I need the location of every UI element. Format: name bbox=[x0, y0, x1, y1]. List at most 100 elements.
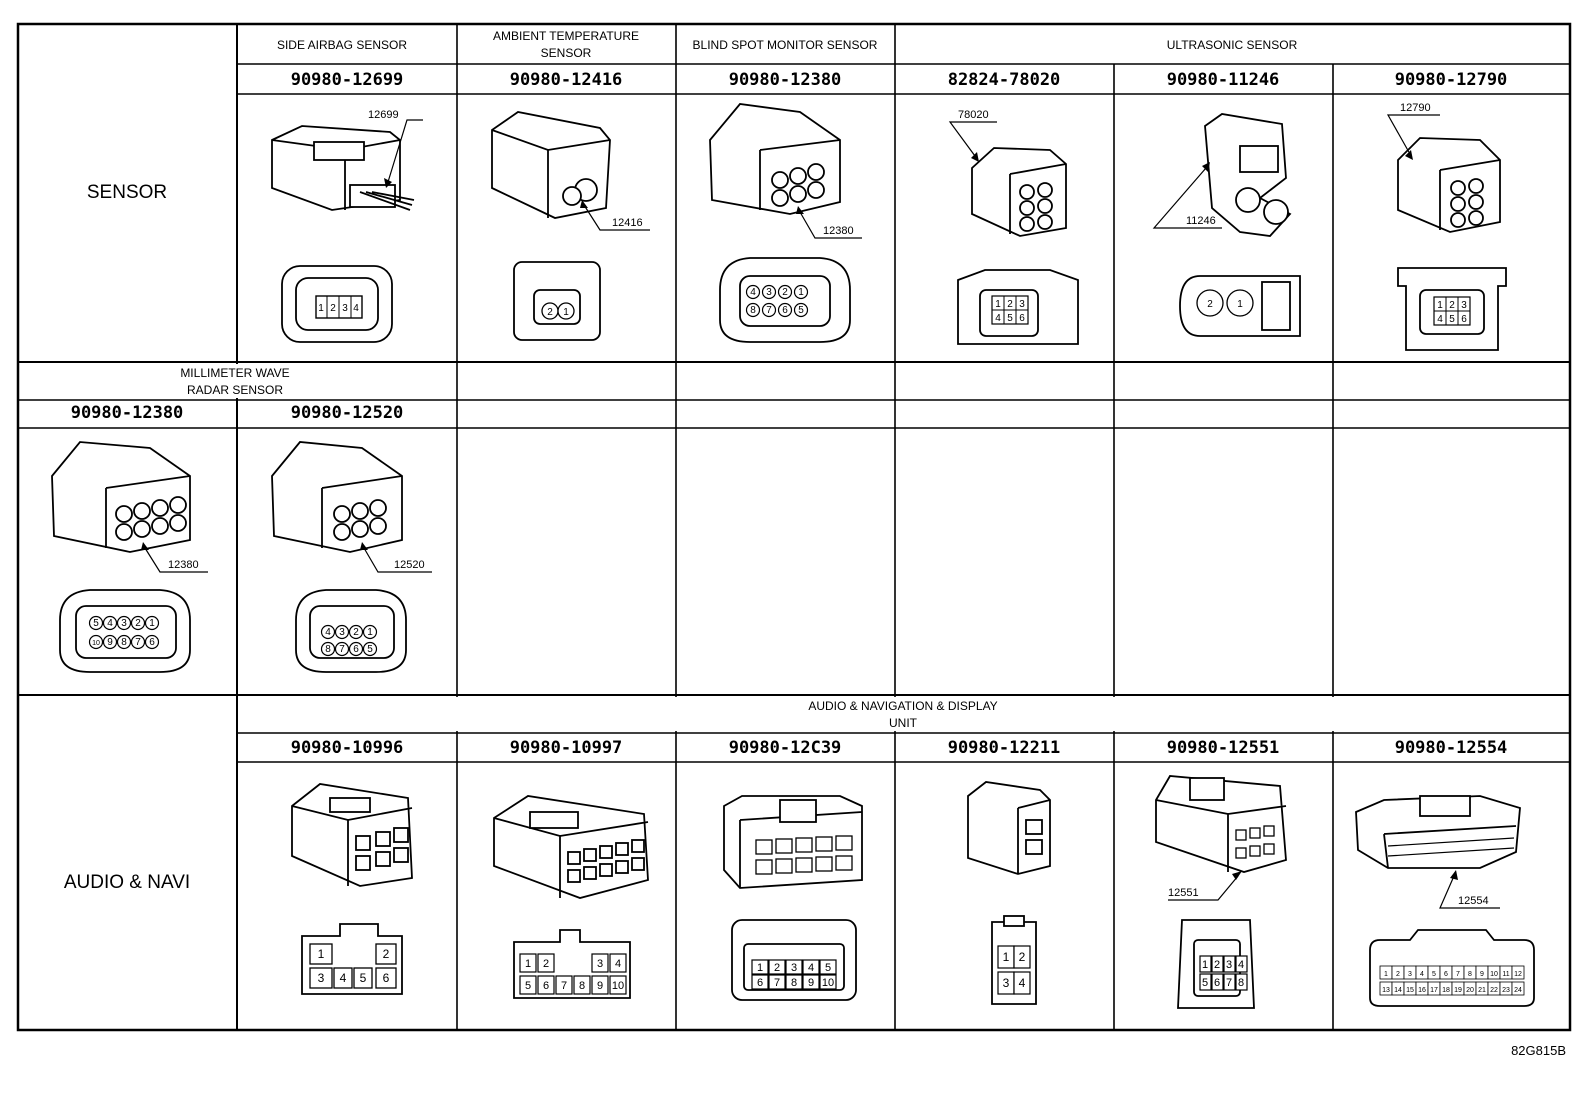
pin-label: 5 bbox=[825, 962, 831, 974]
pin-label: 6 bbox=[543, 980, 549, 992]
pin-label: 1 bbox=[367, 627, 373, 638]
pin-label: 14 bbox=[1394, 987, 1402, 994]
pin-label: 2 bbox=[135, 618, 141, 629]
pin-label: 2 bbox=[547, 307, 553, 318]
connector-face-view: 1 2 3 4 5 6 bbox=[957, 269, 1079, 345]
pin-label: 9 bbox=[1480, 971, 1484, 978]
drawing-reference: 82G815B bbox=[1511, 1043, 1566, 1058]
callout-label: 12551 bbox=[1168, 887, 1199, 899]
pin-label: 16 bbox=[1418, 987, 1426, 994]
pin-label: 3 bbox=[318, 971, 325, 985]
connector-iso-view bbox=[1155, 775, 1287, 873]
connector-iso-view bbox=[271, 125, 415, 211]
pin-label: 1 bbox=[1003, 950, 1010, 964]
pin-label: 3 bbox=[597, 958, 603, 970]
pin-label: 7 bbox=[339, 644, 345, 655]
pin-label: 1 bbox=[798, 287, 804, 298]
connector-face-view: 4 3 2 1 8 7 6 5 bbox=[719, 257, 851, 343]
pin-cell bbox=[1511, 965, 1525, 980]
pin-label: 2 bbox=[782, 287, 788, 298]
header-radar-1: MILLIMETER WAVE bbox=[180, 366, 289, 380]
pin-label: 5 bbox=[1007, 313, 1013, 324]
pin-label: 1 bbox=[525, 958, 531, 970]
pin-label: 2 bbox=[1449, 300, 1455, 311]
connector-iso-view bbox=[51, 441, 191, 553]
pin-label: 5 bbox=[1432, 971, 1436, 978]
pin-label: 4 bbox=[615, 958, 621, 970]
pin-label: 4 bbox=[995, 313, 1001, 324]
pin-label: 1 bbox=[1202, 959, 1208, 971]
connector-10996: 1 2 3 4 5 6 bbox=[291, 783, 413, 995]
callout-label: 11246 bbox=[1186, 215, 1216, 227]
pin-label: 9 bbox=[597, 980, 603, 992]
pin-label: 7 bbox=[1456, 971, 1460, 978]
connector-iso-view bbox=[493, 795, 649, 899]
pin-label: 2 bbox=[1007, 299, 1013, 310]
connector-12380: 12380 4 3 2 1 8 7 6 5 bbox=[709, 103, 862, 343]
header-radar-2: RADAR SENSOR bbox=[187, 383, 283, 397]
pin-label: 5 bbox=[1202, 977, 1208, 989]
connector-face-view: 1 2 3 4 5 6 7 8 9 10 bbox=[731, 919, 857, 1001]
table-grid bbox=[16, 22, 1572, 1032]
pin-label: 3 bbox=[1408, 971, 1412, 978]
pin-label: 10 bbox=[1490, 971, 1498, 978]
pin-label: 2 bbox=[1207, 299, 1213, 310]
pin-label: 4 bbox=[353, 303, 359, 314]
header-audio-2: UNIT bbox=[889, 716, 918, 730]
pin-label: 6 bbox=[782, 305, 788, 316]
callout-label: 12380 bbox=[168, 559, 199, 571]
pin-label: 1 bbox=[149, 618, 155, 629]
pin-label: 4 bbox=[107, 618, 113, 629]
pin-label: 8 bbox=[1238, 977, 1244, 989]
part-number: 90980-11246 bbox=[1167, 70, 1280, 90]
part-number: 90980-12554 bbox=[1395, 738, 1508, 758]
connector-iso-view bbox=[971, 147, 1067, 237]
pin-label: 7 bbox=[774, 977, 780, 989]
pin-label: 3 bbox=[121, 618, 127, 629]
header-ambient-temp-1: AMBIENT TEMPERATURE bbox=[493, 29, 639, 43]
callout-label: 12554 bbox=[1458, 895, 1489, 907]
pin-label: 3 bbox=[766, 287, 772, 298]
pin-label: 8 bbox=[750, 305, 756, 316]
pin-label: 6 bbox=[383, 971, 390, 985]
pin-label: 3 bbox=[791, 962, 797, 974]
part-number: 90980-12211 bbox=[948, 738, 1061, 758]
pin-label: 1 bbox=[563, 307, 569, 318]
pin-label: 7 bbox=[1226, 977, 1232, 989]
pin-label: 5 bbox=[525, 980, 531, 992]
pin-label: 3 bbox=[1003, 976, 1010, 990]
pin-label: 9 bbox=[107, 637, 113, 648]
header-ambient-temp-2: SENSOR bbox=[541, 46, 592, 60]
pin-label: 2 bbox=[1214, 959, 1220, 971]
pin-label: 6 bbox=[1444, 971, 1448, 978]
pin-label: 22 bbox=[1490, 987, 1498, 994]
connector-face-view: 1 2 3 4 bbox=[991, 915, 1037, 1005]
callout-label: 12699 bbox=[368, 109, 399, 121]
pin-label: 4 bbox=[1238, 959, 1244, 971]
pin-label: 10 bbox=[612, 980, 624, 992]
pin-label: 5 bbox=[360, 971, 367, 985]
callout-label: 12416 bbox=[612, 217, 643, 229]
part-number: 90980-12790 bbox=[1395, 70, 1508, 90]
connector-face-view: 1 2 3 4 5 6 bbox=[1397, 267, 1507, 351]
connector-face-view: 1 2 3 4 5 6 7 8 9 10 bbox=[513, 929, 631, 999]
header-side-airbag: SIDE AIRBAG SENSOR bbox=[277, 38, 407, 52]
pin-label: 9 bbox=[808, 977, 814, 989]
pin-label: 8 bbox=[791, 977, 797, 989]
pin-label: 7 bbox=[766, 305, 772, 316]
pin-label: 5 bbox=[367, 644, 373, 655]
connector-iso-view bbox=[291, 783, 413, 887]
pin-label: 13 bbox=[1382, 987, 1390, 994]
callout-label: 12380 bbox=[823, 225, 854, 237]
pin-label: 17 bbox=[1430, 987, 1438, 994]
pin-label: 1 bbox=[318, 303, 324, 314]
pin-label: 21 bbox=[1478, 987, 1486, 994]
connector-10997: 1 2 3 4 5 6 7 8 9 10 bbox=[493, 795, 649, 999]
pin-label: 3 bbox=[342, 303, 348, 314]
connector-12790: 12790 1 2 3 4 5 6 bbox=[1386, 102, 1507, 351]
pin-label: 2 bbox=[353, 627, 359, 638]
connector-12211: 1 2 3 4 bbox=[967, 781, 1051, 1005]
